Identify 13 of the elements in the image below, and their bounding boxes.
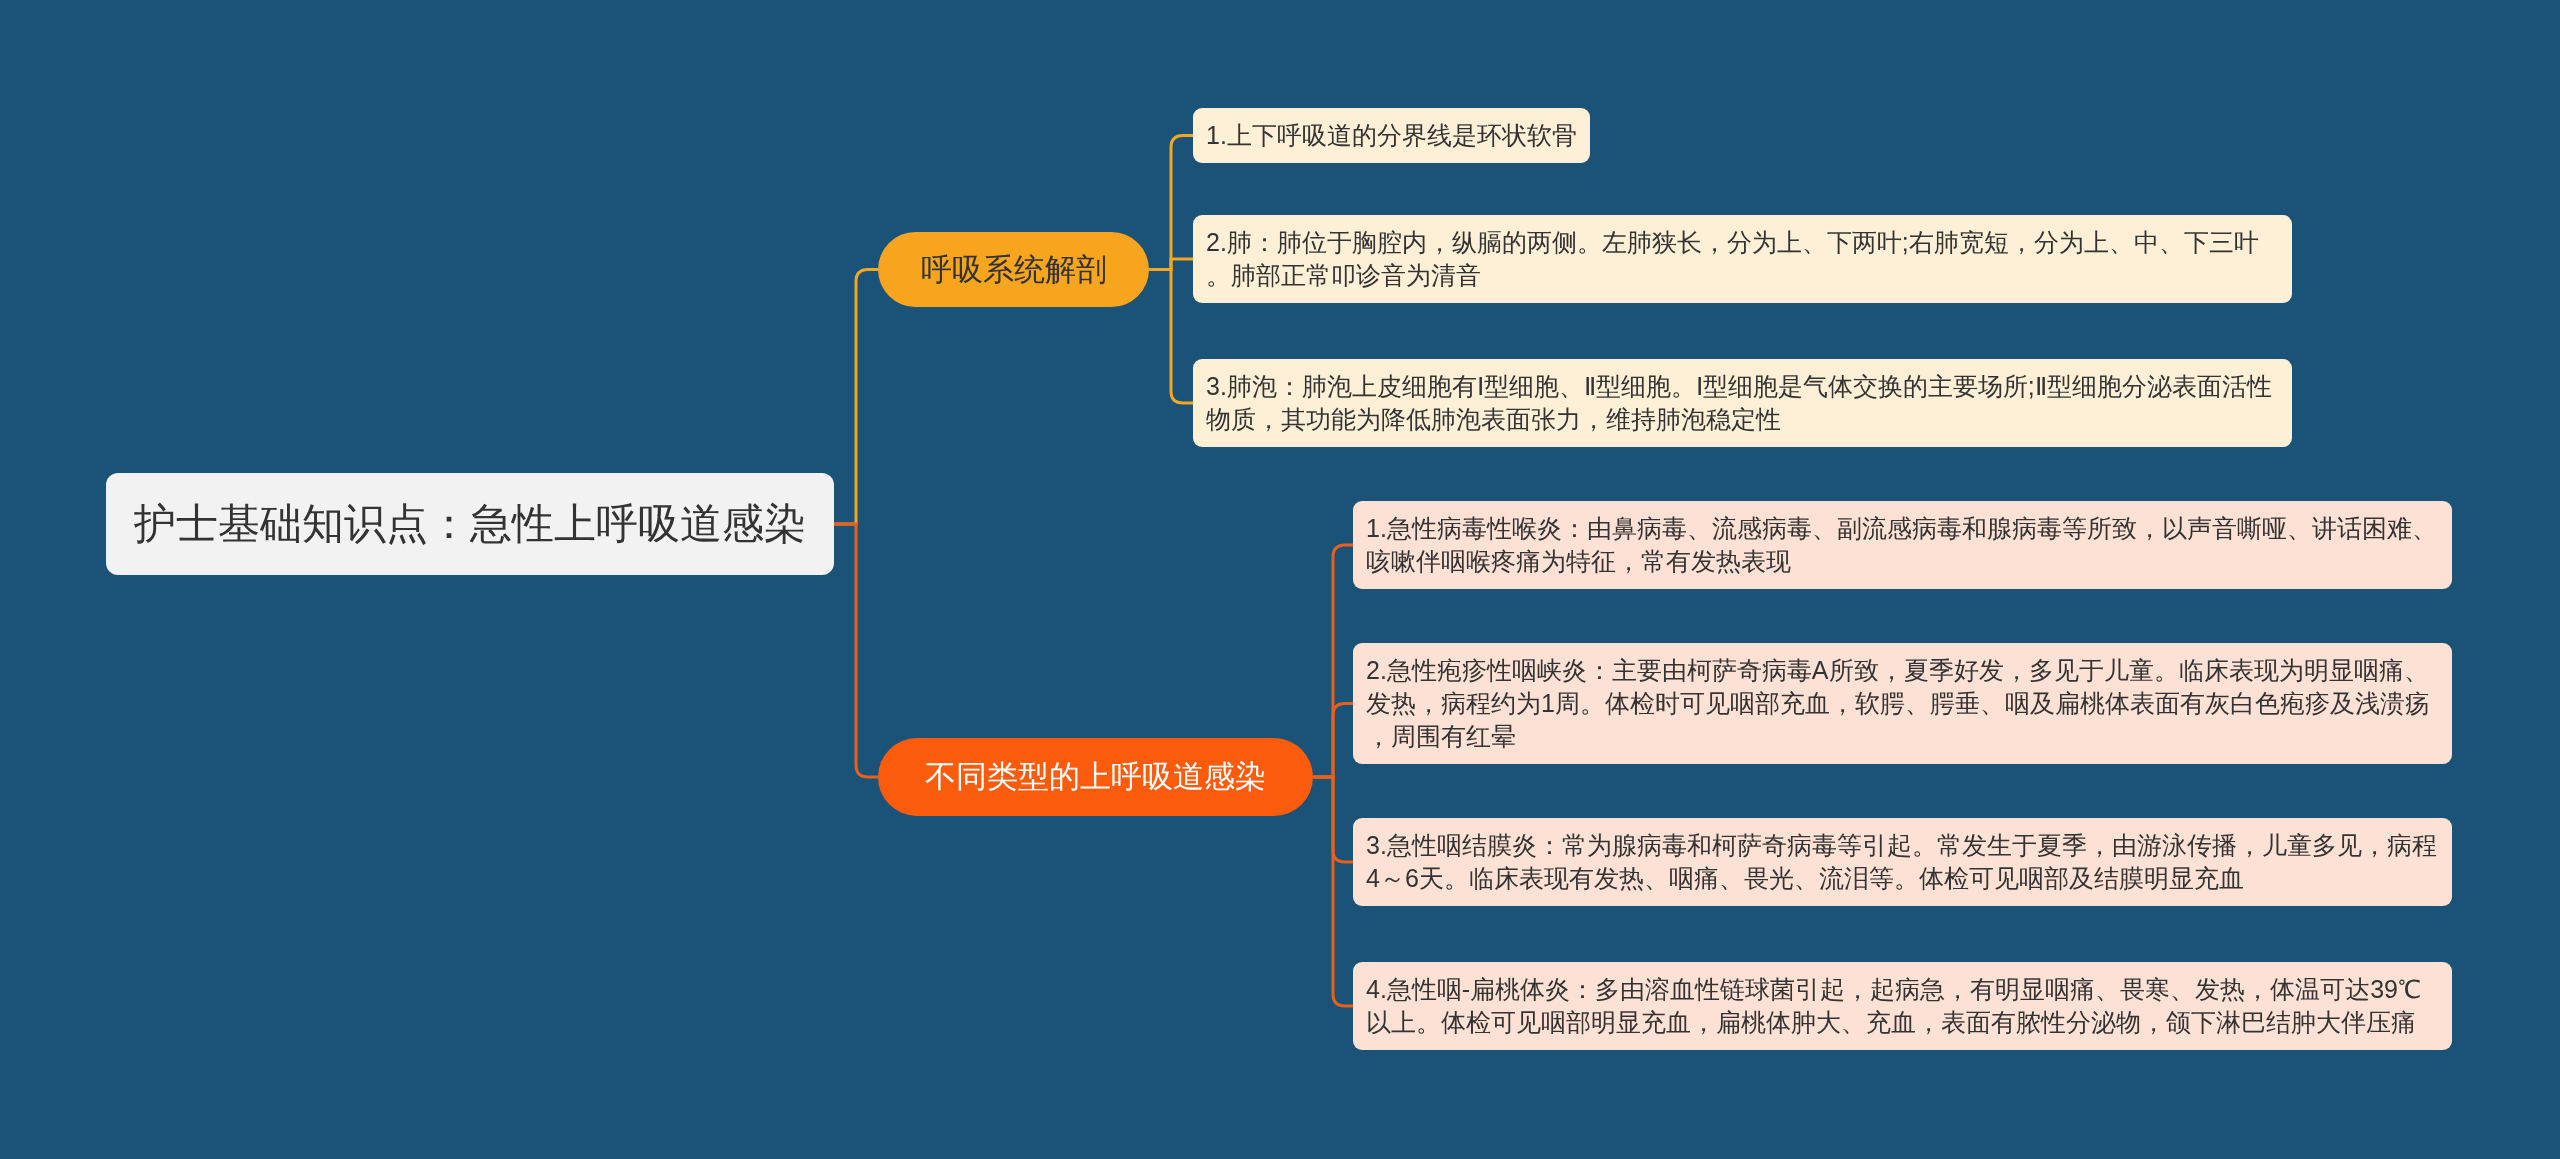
connector-line [1149, 268, 1193, 405]
note-box: 2.急性疱疹性咽峡炎：主要由柯萨奇病毒A所致，夏季好发，多见于儿童。临床表现为明显咽痛、发热，病程约为1周。体检时可见咽部充血，软腭、腭垂、咽及扁桃体表面有灰白色疱疹及浅溃疡，周围有红晕 [1353, 643, 2452, 764]
note-box: 3.肺泡：肺泡上皮细胞有Ⅰ型细胞、Ⅱ型细胞。Ⅰ型细胞是气体交换的主要场所;Ⅱ型细胞分泌表面活性物质，其功能为降低肺泡表面张力，维持肺泡稳定性 [1193, 359, 2292, 447]
connector-line [834, 522, 878, 779]
branch-topic-pill: 呼吸系统解剖 [878, 232, 1149, 307]
central-topic-box: 护士基础知识点：急性上呼吸道感染 [106, 473, 834, 575]
note-box: 4.急性咽-扁桃体炎：多由溶血性链球菌引起，起病急，有明显咽痛、畏寒、发热，体温可达39℃以上。体检可见咽部明显充血，扁桃体肿大、充血，表面有脓性分泌物，颌下淋巴结肿大伴压痛 [1353, 962, 2452, 1050]
connector-line [1313, 775, 1353, 1008]
branch-topic-pill: 不同类型的上呼吸道感染 [878, 738, 1313, 816]
note-box: 3.急性咽结膜炎：常为腺病毒和柯萨奇病毒等引起。常发生于夏季，由游泳传播，儿童多见，病程4～6天。临床表现有发热、咽痛、畏光、流泪等。体检可见咽部及结膜明显充血 [1353, 818, 2452, 906]
note-box: 1.急性病毒性喉炎：由鼻病毒、流感病毒、副流感病毒和腺病毒等所致，以声音嘶哑、讲话困难、咳嗽伴咽喉疼痛为特征，常有发热表现 [1353, 501, 2452, 589]
note-box: 1.上下呼吸道的分界线是环状软骨 [1193, 108, 1590, 163]
note-box: 2.肺：肺位于胸腔内，纵膈的两侧。左肺狭长，分为上、下两叶;右肺宽短，分为上、中、下三叶。肺部正常叩诊音为清音 [1193, 215, 2292, 303]
